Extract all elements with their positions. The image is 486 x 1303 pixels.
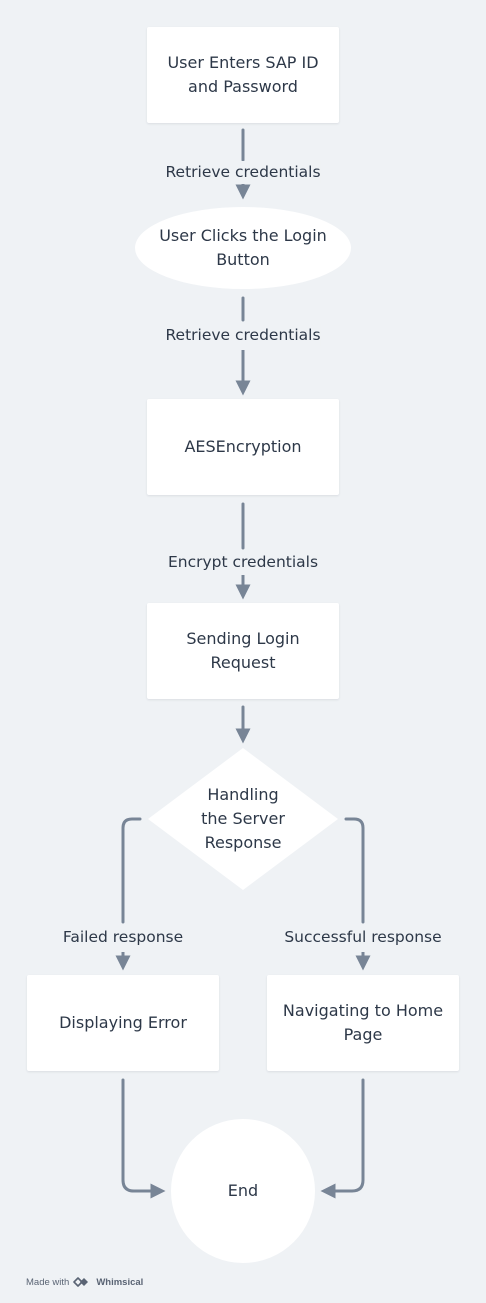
connector-decision-to-error <box>115 817 142 971</box>
node-displaying-error-label: Displaying Error <box>59 1013 187 1032</box>
edge-label-retrieve-credentials-2: Retrieve credentials <box>165 324 321 346</box>
edge-label-failed-response: Failed response <box>62 926 184 948</box>
decision-diamond-shape <box>148 748 338 890</box>
node-enter-credentials[interactable]: User Enters SAP ID and Password <box>147 27 339 123</box>
connector-home-to-end <box>320 1078 365 1199</box>
made-with-whimsical-footer[interactable]: Made with Whimsical <box>26 1276 143 1288</box>
node-end[interactable]: End <box>171 1119 315 1263</box>
node-end-label: End <box>227 1181 259 1200</box>
node-navigating-home-label: Navigating to Home Page <box>282 1001 444 1044</box>
node-click-login-label: User Clicks the Login Button <box>159 226 327 269</box>
node-navigating-home[interactable]: Navigating to Home Page <box>267 975 459 1071</box>
node-sending-request-label: Sending Login Request <box>186 629 300 672</box>
edge-label-encrypt-credentials: Encrypt credentials <box>167 551 319 573</box>
footer-made-with-text: Made with <box>26 1276 70 1288</box>
footer-brand-text: Whimsical <box>96 1276 144 1288</box>
node-aes-encryption[interactable]: AESEncryption <box>147 399 339 495</box>
node-displaying-error[interactable]: Displaying Error <box>27 975 219 1071</box>
edge-label-retrieve-credentials-1: Retrieve credentials <box>165 161 321 183</box>
node-aes-encryption-label: AESEncryption <box>184 437 302 456</box>
connector-error-to-end <box>121 1078 166 1199</box>
whimsical-logo-icon <box>73 1276 91 1288</box>
edge-label-successful-response: Successful response <box>284 926 442 948</box>
node-handling-response-label: Handling the Server Response <box>201 785 285 852</box>
connector-decision-to-home <box>344 817 371 971</box>
node-sending-request[interactable]: Sending Login Request <box>147 603 339 699</box>
node-handling-response[interactable]: Handling the Server Response <box>163 771 323 867</box>
node-enter-credentials-label: User Enters SAP ID and Password <box>167 53 319 96</box>
node-click-login[interactable]: User Clicks the Login Button <box>135 207 351 289</box>
